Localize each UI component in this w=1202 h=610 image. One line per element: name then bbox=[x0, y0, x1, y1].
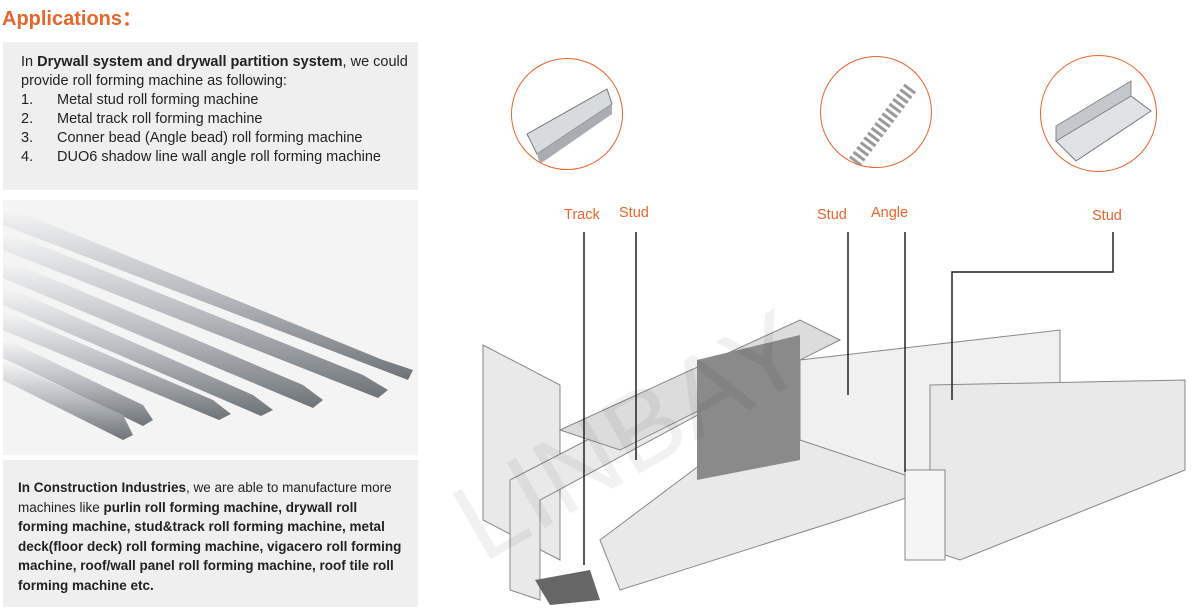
list-item: 2. Metal track roll forming machine bbox=[21, 110, 416, 129]
label-angle: Angle bbox=[871, 205, 909, 221]
drywall-intro: In Drywall system and drywall partition … bbox=[21, 53, 416, 91]
construction-bold-intro: In Construction Industries bbox=[18, 480, 187, 495]
track-profile-circle bbox=[511, 58, 623, 170]
intro-prefix: In bbox=[21, 54, 38, 70]
insulation-block bbox=[697, 335, 800, 480]
label-stud: Stud bbox=[817, 207, 847, 223]
list-item: 1. Metal stud roll forming machine bbox=[21, 91, 416, 110]
construction-info-box: In Construction Industries, we are able … bbox=[3, 460, 418, 607]
stud-profile-icon bbox=[1055, 80, 1152, 162]
page-title: Applications： bbox=[2, 8, 143, 30]
label-stud: Stud bbox=[1092, 208, 1122, 224]
item-text: DUO6 shadow line wall angle roll forming… bbox=[57, 149, 381, 165]
track-floor bbox=[535, 570, 600, 605]
label-track: Track bbox=[564, 207, 600, 223]
item-text: Metal track roll forming machine bbox=[57, 111, 263, 127]
list-item: 4. DUO6 shadow line wall angle roll formi… bbox=[21, 148, 416, 167]
track-profile-icon bbox=[526, 88, 613, 164]
metal-profiles-illustration bbox=[3, 205, 413, 440]
drywall-info-box: In Drywall system and drywall partition … bbox=[3, 42, 418, 190]
item-number: 4. bbox=[21, 149, 34, 165]
item-number: 3. bbox=[21, 130, 34, 146]
construction-text: , we are able to manufacture more machin… bbox=[18, 480, 392, 515]
intro-bold: Drywall system and drywall partition sys… bbox=[37, 54, 343, 70]
construction-machine-list: purlin roll forming machine, drywall rol… bbox=[18, 499, 402, 593]
item-text: Conner bead (Angle bead) roll forming ma… bbox=[57, 130, 363, 146]
list-item: 3. Conner bead (Angle bead) roll forming … bbox=[21, 129, 416, 148]
angle-bead-icon bbox=[845, 82, 917, 167]
label-stud: Stud bbox=[619, 205, 649, 221]
intro-suffix: , we could provide roll forming machine … bbox=[21, 54, 408, 89]
wall-panel bbox=[929, 379, 1186, 561]
item-text: Metal stud roll forming machine bbox=[57, 92, 259, 108]
stud-profile-circle bbox=[1040, 55, 1157, 172]
angle-bead-circle bbox=[820, 56, 932, 168]
metal-profiles-photo bbox=[3, 200, 418, 455]
leader-lines bbox=[583, 232, 1114, 565]
item-number: 1. bbox=[21, 92, 34, 108]
corner-bead bbox=[904, 469, 946, 561]
machine-list: 1. Metal stud roll forming machine 2. Meta… bbox=[21, 91, 416, 167]
wall-panel bbox=[482, 344, 561, 561]
item-number: 2. bbox=[21, 111, 34, 127]
